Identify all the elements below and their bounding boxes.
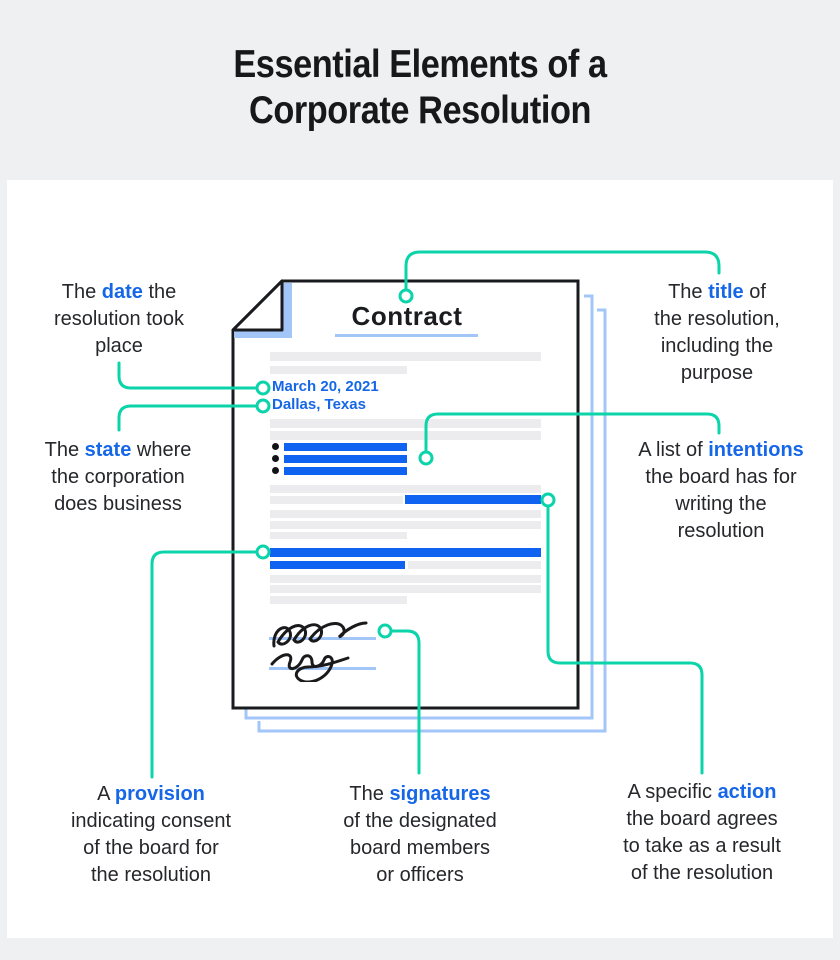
signature-underline (269, 667, 376, 670)
text-line-placeholder (270, 419, 541, 428)
bullet-icon (272, 455, 279, 462)
callout-intentions: A list of intentions the board has for w… (608, 437, 834, 545)
callout-signatures-keyword: signatures (389, 783, 491, 805)
signature-scribbles (270, 621, 368, 682)
callout-date-after: the resolution took place (53, 281, 185, 357)
provision-line (270, 561, 405, 569)
provision-line (270, 548, 541, 557)
callout-provision-after: indicating consent of the board for the … (70, 810, 232, 886)
callout-date: The date the resolution took place (23, 279, 215, 360)
callout-title-keyword: title (708, 281, 744, 303)
callout-provision: A provision indicating consent of the bo… (46, 781, 256, 889)
callout-state: The state where the corporation does bus… (20, 437, 216, 518)
signature-icon (272, 621, 368, 648)
callout-action-after: the board agrees to take as a result of … (623, 808, 781, 884)
callout-title-after: of the resolution, including the purpose (654, 281, 780, 384)
document-date: March 20, 2021 (272, 378, 379, 395)
callout-action-before: A specific (627, 781, 718, 803)
text-line-placeholder (270, 496, 403, 504)
callout-intentions-before: A list of (638, 439, 709, 461)
callout-signatures: The signatures of the designated board m… (315, 781, 525, 889)
callout-signatures-after: of the designated board members or offic… (343, 810, 497, 886)
intention-line (284, 455, 407, 463)
text-line-placeholder (270, 510, 541, 518)
callout-state-keyword: state (84, 439, 132, 461)
callout-state-before: The (44, 439, 85, 461)
callout-title-before: The (668, 281, 709, 303)
action-line (405, 495, 541, 504)
bullet-icon (272, 467, 279, 474)
document-location: Dallas, Texas (272, 396, 366, 413)
callout-signatures-before: The (349, 783, 390, 805)
callout-provision-keyword: provision (114, 783, 205, 805)
callout-intentions-keyword: intentions (708, 439, 804, 461)
document-heading: Contract (351, 301, 463, 331)
page-title: Essential Elements of a Corporate Resolu… (50, 42, 789, 134)
text-line-placeholder (270, 431, 541, 440)
signature-icon (270, 653, 350, 682)
text-line-placeholder (270, 521, 541, 529)
callout-state-after: where the corporation does business (51, 439, 192, 515)
text-line-placeholder (270, 575, 541, 583)
text-line-placeholder (270, 485, 541, 493)
bullet-icon (272, 443, 279, 450)
callout-title: The title of the resolution, including t… (612, 279, 822, 387)
text-line-placeholder (270, 532, 407, 539)
callout-action-keyword: action (717, 781, 777, 803)
callout-action: A specific action the board agrees to ta… (594, 779, 810, 887)
text-line-placeholder (408, 561, 541, 569)
intention-line (284, 467, 407, 475)
text-line-placeholder (270, 352, 541, 361)
callout-date-keyword: date (101, 281, 143, 303)
signature-underline (269, 637, 376, 640)
page-title-line2: Corporate Resolution (248, 89, 592, 132)
page-title-line1: Essential Elements of a (233, 43, 607, 86)
text-line-placeholder (270, 585, 541, 593)
text-line-placeholder (270, 596, 407, 604)
text-line-placeholder (270, 366, 407, 374)
heading-underline (335, 334, 478, 337)
intention-line (284, 443, 407, 451)
callout-date-before: The (61, 281, 102, 303)
callout-provision-before: A (97, 783, 115, 805)
callout-intentions-after: the board has for writing the resolution (645, 466, 797, 542)
